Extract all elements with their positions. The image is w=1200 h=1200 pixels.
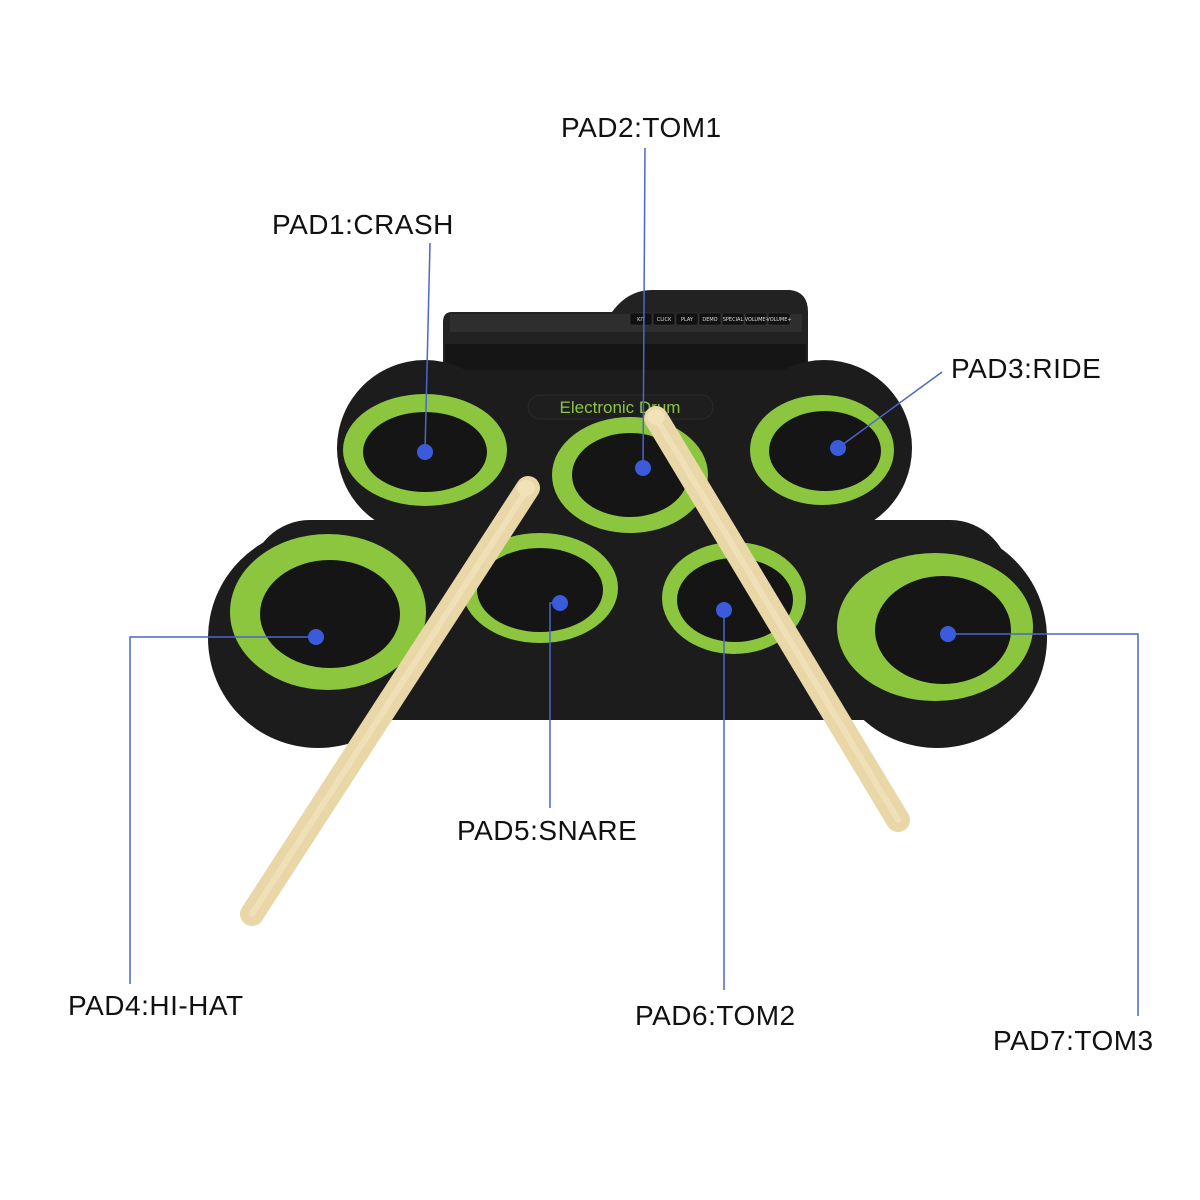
control-button-click[interactable]: CLICK <box>652 312 676 326</box>
pad-labels: PAD1:CRASH PAD2:TOM1 PAD3:RIDE PAD4:HI-H… <box>68 112 1154 1056</box>
pad5-ring[interactable] <box>462 533 618 643</box>
leader-pad2 <box>642 147 646 469</box>
control-button-volume[interactable]: VOLUME- <box>745 312 768 326</box>
marker-pad6 <box>716 602 732 618</box>
drumstick-right <box>644 406 910 832</box>
pad4-ring[interactable] <box>230 534 426 690</box>
marker-pad5 <box>552 595 568 611</box>
marker-pad4 <box>308 629 324 645</box>
leader-pad7 <box>948 633 1139 1016</box>
control-button-play[interactable]: PLAY <box>675 312 699 326</box>
control-button-label: CLICK <box>657 317 672 323</box>
control-button-demo[interactable]: DEMO <box>698 312 722 326</box>
label-pad7: PAD7:TOM3 <box>993 1025 1154 1056</box>
label-pad2: PAD2:TOM1 <box>561 112 722 143</box>
marker-pad2 <box>635 460 651 476</box>
control-button-label: KIT <box>637 317 646 323</box>
pad3-ring[interactable] <box>750 395 894 505</box>
marker-pad3 <box>830 440 846 456</box>
control-button-volume[interactable]: VOLUME+ <box>766 312 792 326</box>
leader-pad4 <box>129 636 316 984</box>
control-button-label: SPECIAL <box>723 317 744 323</box>
control-button-label: VOLUME+ <box>766 317 791 323</box>
control-button-label: PLAY <box>681 317 694 323</box>
label-pad6: PAD6:TOM2 <box>635 1000 796 1031</box>
marker-pad7 <box>940 626 956 642</box>
label-pad5: PAD5:SNARE <box>457 815 637 846</box>
pad-markers <box>308 440 956 645</box>
control-button-kit[interactable]: KIT <box>629 312 653 326</box>
leader-pad1 <box>424 242 431 453</box>
control-button-special[interactable]: SPECIAL <box>721 312 745 326</box>
marker-pad1 <box>417 444 433 460</box>
label-pad1: PAD1:CRASH <box>272 209 454 240</box>
label-pad4: PAD4:HI-HAT <box>68 990 244 1021</box>
control-button-label: DEMO <box>702 317 717 323</box>
leader-pad3 <box>837 371 943 449</box>
brand-plate: Electronic Drum <box>527 394 714 420</box>
drumstick-left <box>240 476 540 926</box>
pad7-ring[interactable] <box>837 553 1033 701</box>
label-pad3: PAD3:RIDE <box>951 353 1101 384</box>
control-button-label: VOLUME- <box>745 317 768 323</box>
